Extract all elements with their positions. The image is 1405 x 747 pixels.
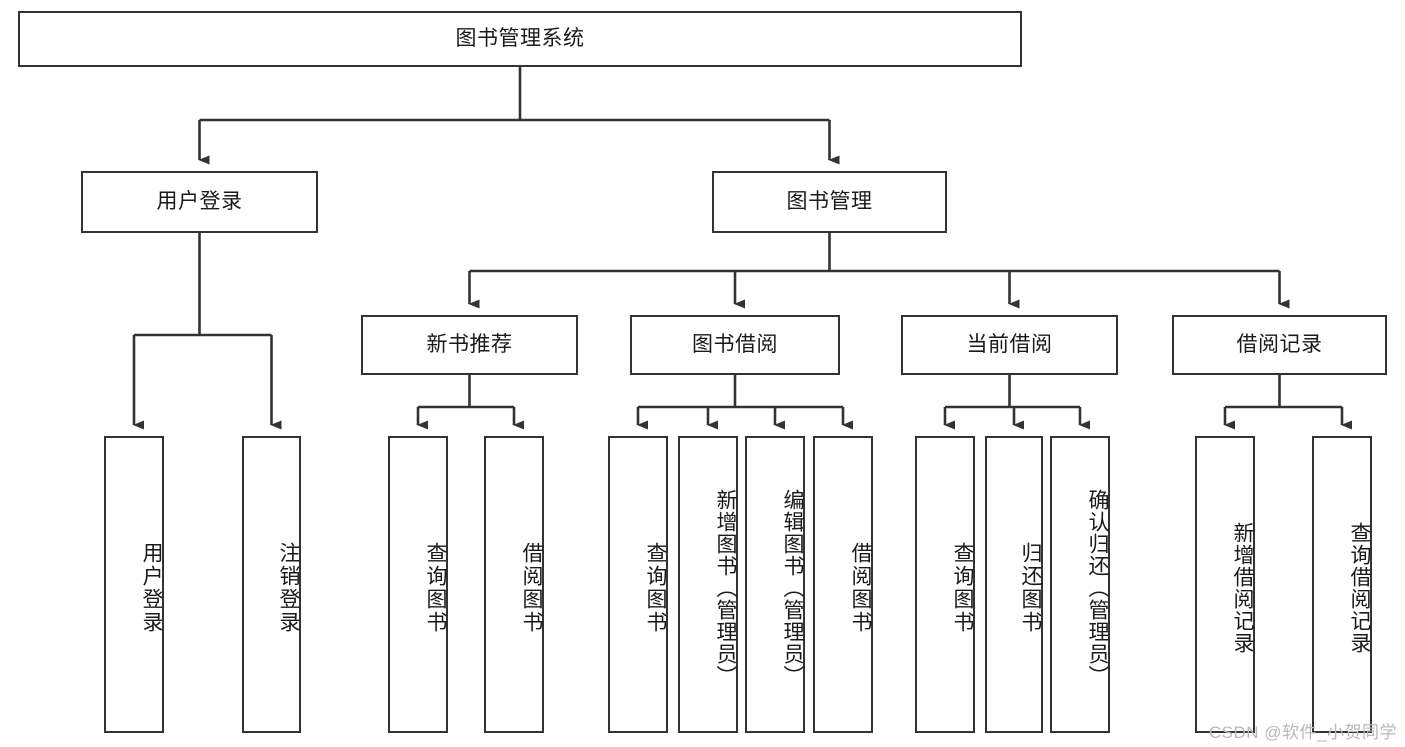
- node-leaf-query-record[interactable]: 查询借阅记录: [1312, 436, 1372, 733]
- node-leaf-user-login[interactable]: 用户登录: [104, 436, 164, 733]
- node-leaf-borrow-book-2[interactable]: 借阅图书: [813, 436, 873, 733]
- node-user-login-label: 用户登录: [156, 190, 243, 214]
- node-root[interactable]: 图书管理系统: [18, 11, 1022, 67]
- node-borrow-record[interactable]: 借阅记录: [1172, 315, 1387, 375]
- node-new-book-recommend[interactable]: 新书推荐: [361, 315, 578, 375]
- node-leaf-add-record[interactable]: 新增借阅记录: [1195, 436, 1255, 733]
- node-book-borrow[interactable]: 图书借阅: [630, 315, 840, 375]
- node-book-manage-label: 图书管理: [786, 190, 873, 214]
- node-current-borrow[interactable]: 当前借阅: [901, 315, 1118, 375]
- node-leaf-confirm-return-label: 确认归还（管理员）: [1086, 488, 1109, 687]
- node-borrow-record-label: 借阅记录: [1236, 333, 1323, 357]
- node-leaf-user-login-label: 用户登录: [140, 541, 163, 634]
- node-leaf-logout-label: 注销登录: [277, 541, 300, 634]
- node-user-login[interactable]: 用户登录: [81, 171, 318, 233]
- node-leaf-add-book[interactable]: 新增图书（管理员）: [678, 436, 738, 733]
- node-leaf-confirm-return[interactable]: 确认归还（管理员）: [1050, 436, 1110, 733]
- node-leaf-query-book-2[interactable]: 查询图书: [608, 436, 668, 733]
- node-leaf-add-book-label: 新增图书（管理员）: [714, 488, 737, 687]
- node-leaf-return-book[interactable]: 归还图书: [985, 436, 1043, 733]
- node-leaf-query-book-3-label: 查询图书: [951, 541, 974, 634]
- node-book-borrow-label: 图书借阅: [692, 333, 778, 357]
- csdn-watermark: CSDN @软件_小贺同学: [1208, 723, 1397, 742]
- node-leaf-add-record-label: 新增借阅记录: [1231, 521, 1254, 654]
- node-book-manage[interactable]: 图书管理: [712, 171, 947, 233]
- node-new-book-recommend-label: 新书推荐: [426, 333, 513, 357]
- node-leaf-borrow-book-2-label: 借阅图书: [849, 541, 872, 634]
- node-leaf-query-record-label: 查询借阅记录: [1348, 521, 1371, 654]
- node-leaf-query-book-1[interactable]: 查询图书: [388, 436, 448, 733]
- node-leaf-query-book-2-label: 查询图书: [644, 541, 667, 634]
- node-root-label: 图书管理系统: [455, 27, 585, 51]
- node-leaf-edit-book[interactable]: 编辑图书（管理员）: [745, 436, 805, 733]
- node-leaf-borrow-book-1-label: 借阅图书: [520, 541, 543, 634]
- node-leaf-query-book-1-label: 查询图书: [424, 541, 447, 634]
- node-leaf-edit-book-label: 编辑图书（管理员）: [781, 488, 804, 687]
- node-leaf-logout[interactable]: 注销登录: [242, 436, 301, 733]
- node-current-borrow-label: 当前借阅: [966, 333, 1053, 357]
- node-leaf-return-book-label: 归还图书: [1019, 541, 1042, 634]
- node-leaf-borrow-book-1[interactable]: 借阅图书: [484, 436, 544, 733]
- node-leaf-query-book-3[interactable]: 查询图书: [915, 436, 975, 733]
